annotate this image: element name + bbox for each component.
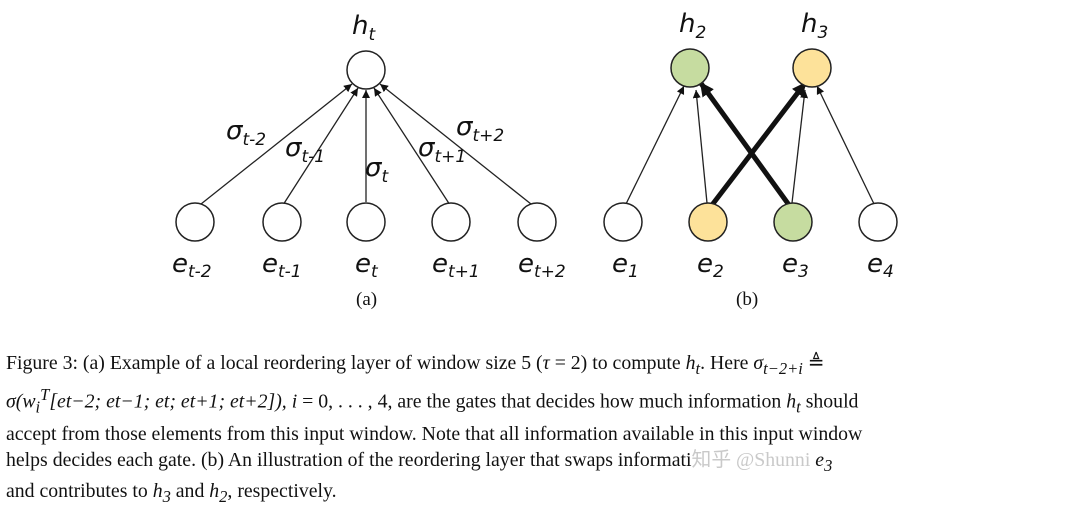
caption-line-3: accept from those elements from this inp… xyxy=(6,422,863,445)
node-e-t-1 xyxy=(262,202,302,242)
edge-b-e3-h3 xyxy=(791,89,809,204)
panel-b-caption: (b) xyxy=(736,289,758,310)
node-e2 xyxy=(688,202,728,242)
label-h-t: ht xyxy=(352,11,376,45)
label-e-t: et xyxy=(355,249,379,282)
gate-sigma-t+1: σt+1 xyxy=(418,133,466,167)
label-h3: h3 xyxy=(801,9,828,43)
node-e-t-2 xyxy=(175,202,215,242)
node-e-t+1 xyxy=(431,202,471,242)
label-e4: e4 xyxy=(867,249,894,282)
edge-b-e1-h2 xyxy=(624,85,685,207)
node-e4 xyxy=(858,202,898,242)
node-e-t xyxy=(346,202,386,242)
edge-a-2 xyxy=(282,87,359,206)
panel-b: h2 h3 e1 e2 e3 e4 (b) xyxy=(603,9,898,310)
caption-line-2: σ(wiT[et−2; et−1; et; et+1; et+2]), i = … xyxy=(6,384,859,417)
label-e-t+2: et+2 xyxy=(518,249,566,282)
node-h2 xyxy=(670,48,710,88)
label-e2: e2 xyxy=(697,249,724,282)
node-h-t xyxy=(346,50,386,90)
label-e3: e3 xyxy=(782,249,809,282)
gate-sigma-t-1: σt-1 xyxy=(285,133,325,167)
caption-line-5: and contributes to h3 and h2, respective… xyxy=(6,480,337,507)
label-e1: e1 xyxy=(612,249,639,282)
label-e-t+1: et+1 xyxy=(432,249,480,282)
edge-a-5 xyxy=(379,83,537,209)
label-h2: h2 xyxy=(679,9,706,43)
node-e1 xyxy=(603,202,643,242)
figure-diagram: ht et-2 et-1 et et+1 et+2 σt-2 σt-1 σt σ… xyxy=(172,9,898,310)
gate-sigma-t-2: σt-2 xyxy=(226,116,266,150)
caption-line-4: helps decides each gate. (b) An illustra… xyxy=(6,448,833,475)
edge-a-4 xyxy=(373,87,451,206)
edge-a-1 xyxy=(195,83,353,209)
edge-b-e3-h2 xyxy=(697,80,792,207)
node-h3 xyxy=(792,48,832,88)
label-e-t-1: et-1 xyxy=(262,249,302,282)
gate-sigma-t+2: σt+2 xyxy=(456,112,504,146)
gate-sigma-t: σt xyxy=(365,153,389,187)
watermark-text: 知乎 @Shunni xyxy=(691,448,811,471)
caption-line-1: Figure 3: (a) Example of a local reorder… xyxy=(6,352,825,378)
node-e-t+2 xyxy=(517,202,557,242)
panel-a: ht et-2 et-1 et et+1 et+2 σt-2 σt-1 σt σ… xyxy=(172,11,566,310)
figure-caption: Figure 3: (a) Example of a local reorder… xyxy=(6,350,1074,510)
label-e-t-2: et-2 xyxy=(172,249,212,282)
edge-b-e2-h2 xyxy=(692,89,708,204)
edge-b-e4-h3 xyxy=(816,85,876,207)
edge-b-e2-h3 xyxy=(710,80,808,207)
node-e3 xyxy=(773,202,813,242)
panel-a-caption: (a) xyxy=(356,289,377,310)
